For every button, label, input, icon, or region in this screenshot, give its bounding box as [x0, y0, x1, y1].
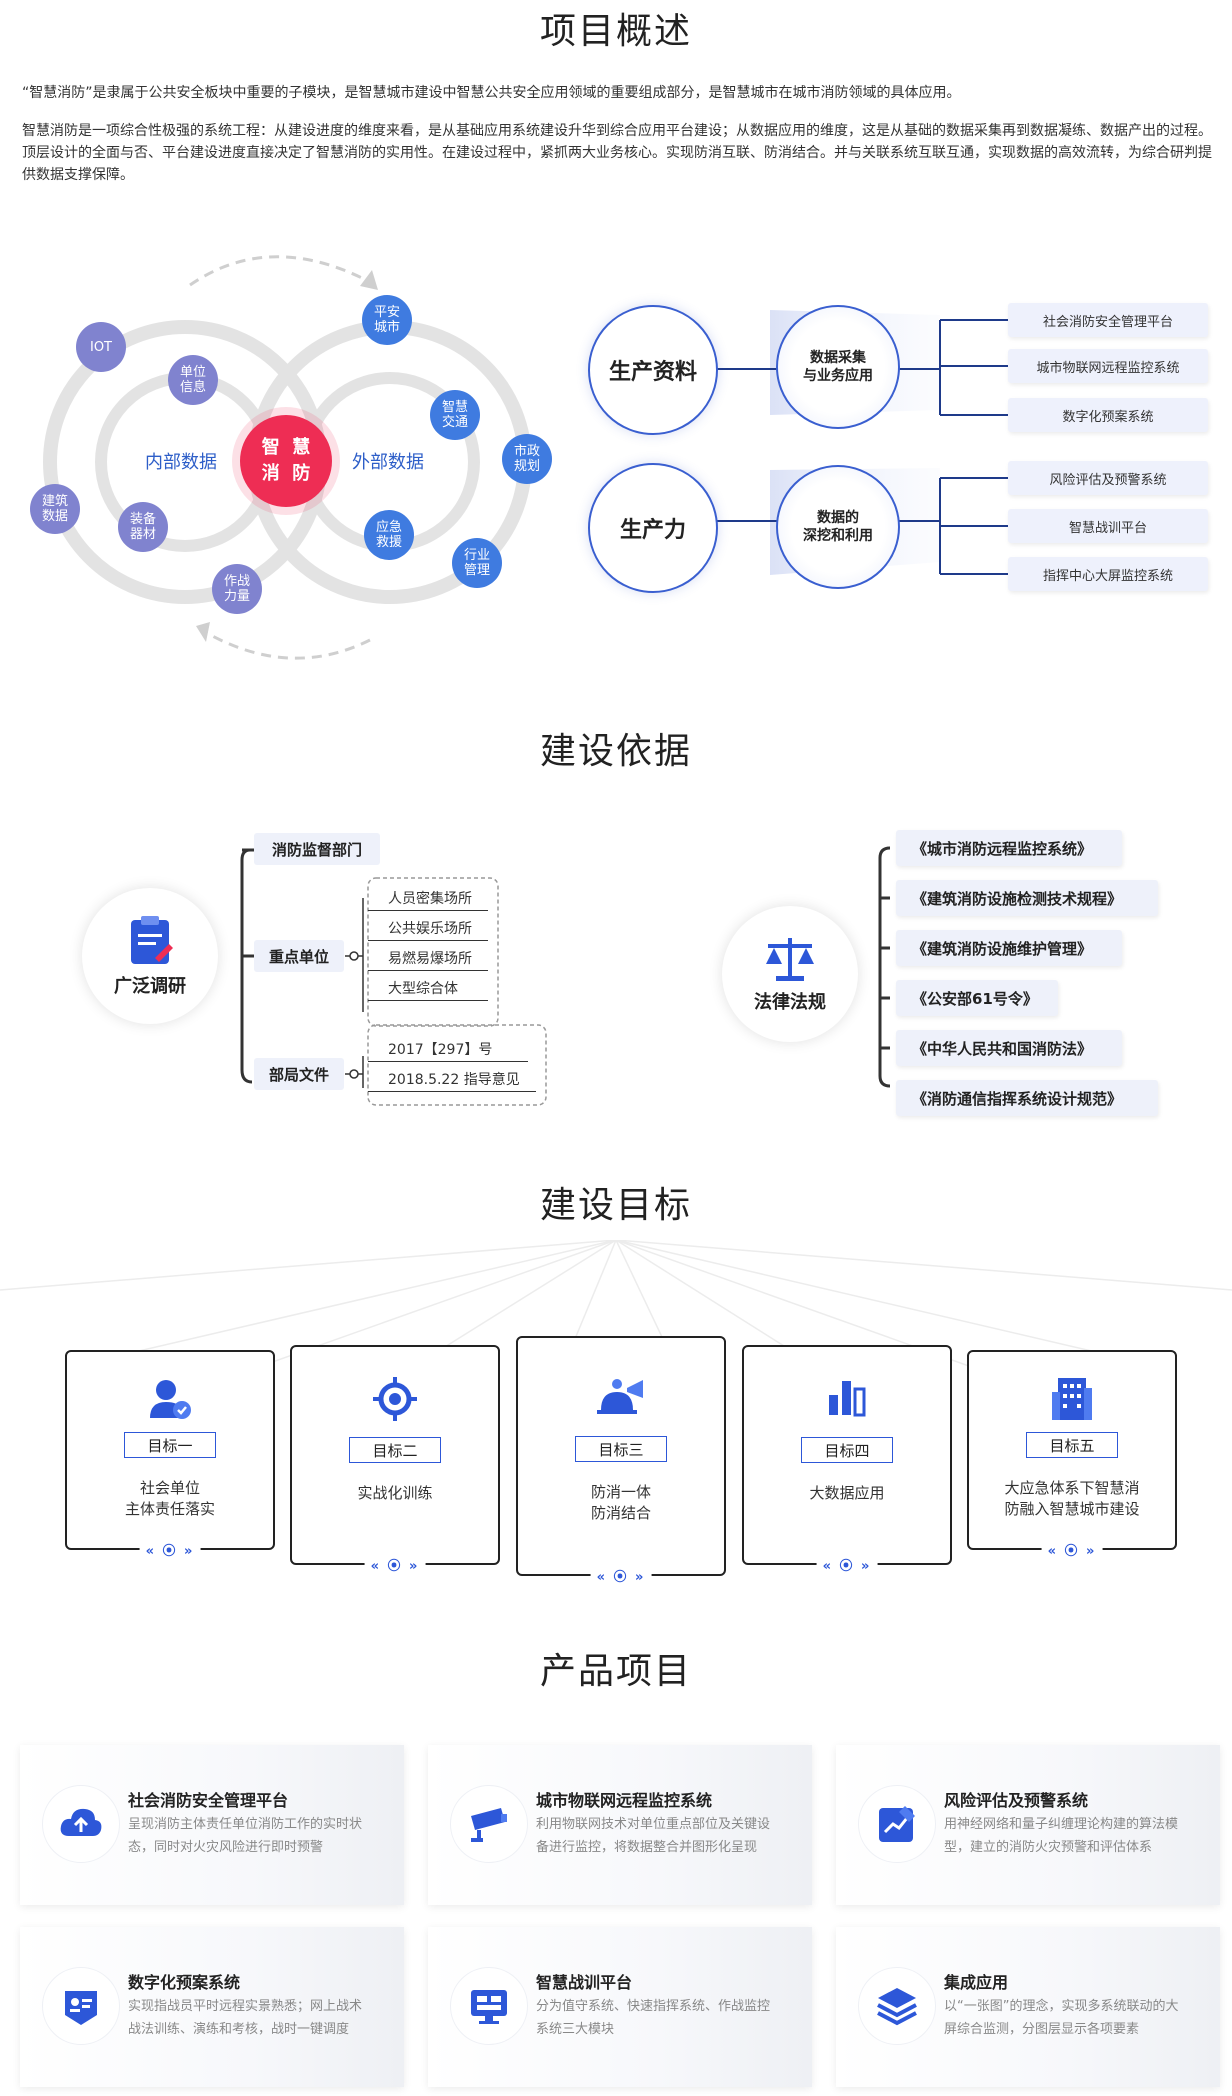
goal-badge: 目标三	[575, 1436, 667, 1462]
alarm-horn-icon	[518, 1378, 724, 1418]
key-unit-item: 公共娱乐场所	[368, 915, 488, 941]
system-pill: 数字化预案系统	[1008, 398, 1208, 432]
product-title: 集成应用	[944, 1973, 1009, 1992]
goal-description: 大应急体系下智慧消防融入智慧城市建设	[1004, 1479, 1140, 1518]
goal-card-3: 目标三 防消一体防消结合 « ⦿ »	[516, 1336, 726, 1585]
basis-tree-lines	[240, 848, 547, 1106]
user-shield-icon	[67, 1378, 273, 1424]
goal-description: 实战化训练	[357, 1484, 433, 1502]
law-item: 《中华人民共和国消防法》	[896, 1030, 1122, 1066]
internal-data-label: 内部数据	[145, 452, 217, 473]
product-title: 城市物联网远程监控系统	[536, 1791, 713, 1810]
node-smart-traffic: 智慧交通	[430, 390, 480, 440]
cloud-upload-icon	[42, 1785, 120, 1863]
basis-title: 建设依据	[539, 731, 692, 772]
product-card[interactable]: 城市物联网远程监控系统 利用物联网技术对单位重点部位及关键设备进行监控，将数据整…	[428, 1745, 812, 1905]
building-icon	[969, 1374, 1175, 1424]
node-emergency-rescue: 应急救援	[364, 510, 414, 560]
law-item: 《公安部61号令》	[896, 980, 1058, 1016]
law-circle: 法律法规	[722, 906, 858, 1042]
law-item: 《消防通信指挥系统设计规范》	[896, 1080, 1158, 1116]
key-unit-item: 易燃易爆场所	[368, 945, 488, 971]
research-circle: 广泛调研	[82, 888, 218, 1024]
product-description: 分为值守系统、快速指挥系统、作战监控系统三大模块	[536, 1999, 771, 2037]
product-card[interactable]: 风险评估及预警系统 用神经网络和量子纠缠理论构建的算法模型，建立的消防火灾预警和…	[836, 1745, 1220, 1905]
overview-paragraph-1: “智慧消防”是隶属于公共安全板块中重要的子模块，是智慧城市建设中智慧公共安全应用…	[22, 85, 961, 101]
fire-supervision-tag: 消防监督部门	[254, 833, 380, 865]
key-units-tag: 重点单位	[254, 940, 344, 972]
product-card[interactable]: 数字化预案系统 实现指战员平时远程实景熟悉；网上战术战法训练、演练和考核，战时一…	[20, 1927, 404, 2087]
productivity-circle: 生产力	[588, 463, 718, 593]
goal-nav-control[interactable]: « ⦿ »	[139, 1540, 201, 1559]
system-pill: 城市物联网远程监控系统	[1008, 349, 1208, 383]
law-item: 《建筑消防设施维护管理》	[896, 930, 1122, 966]
clipboard-icon	[131, 916, 173, 964]
external-data-label: 外部数据	[352, 452, 424, 473]
doc-item: 2018.5.22 指导意见	[368, 1066, 536, 1092]
node-combat-force: 作战力量	[212, 564, 262, 614]
monitor-icon	[450, 1967, 528, 2045]
goal-nav-control[interactable]: « ⦿ »	[590, 1566, 652, 1585]
key-unit-item: 大型综合体	[368, 975, 488, 1001]
camera-icon	[450, 1785, 528, 1863]
node-iot: IOT	[76, 322, 126, 372]
goals-title: 建设目标	[539, 1185, 692, 1226]
node-safe-city: 平安城市	[362, 295, 412, 345]
node-unit-info: 单位信息	[168, 355, 218, 405]
goal-badge: 目标四	[801, 1437, 893, 1463]
product-card[interactable]: 智慧战训平台 分为值守系统、快速指挥系统、作战监控系统三大模块	[428, 1927, 812, 2087]
goal-description: 社会单位主体责任落实	[124, 1479, 215, 1518]
goal-card-5: 目标五 大应急体系下智慧消防融入智慧城市建设 « ⦿ »	[967, 1350, 1177, 1559]
target-icon	[292, 1377, 498, 1425]
product-title: 智慧战训平台	[536, 1973, 633, 1992]
law-item: 《建筑消防设施检测技术规程》	[896, 880, 1158, 916]
overview-title: 项目概述	[539, 11, 692, 52]
goal-badge: 目标一	[124, 1432, 216, 1458]
id-card-icon	[42, 1967, 120, 2045]
goal-card-4: 目标四 大数据应用 « ⦿ »	[742, 1345, 952, 1574]
data-mining-circle: 数据的深挖和利用	[776, 465, 900, 589]
product-description: 以“一张图”的理念，实现多系统联动的大屏综合监测，分图层显示各项要素	[944, 1999, 1179, 2037]
node-municipal-planning: 市政规划	[502, 434, 552, 484]
data-collection-circle: 数据采集与业务应用	[776, 305, 900, 429]
bureau-docs-tag: 部局文件	[254, 1058, 344, 1090]
system-pill: 风险评估及预警系统	[1008, 461, 1208, 495]
goal-description: 防消一体防消结合	[590, 1483, 651, 1522]
edit-chart-icon	[858, 1785, 936, 1863]
goal-badge: 目标二	[349, 1437, 441, 1463]
law-item: 《城市消防远程监控系统》	[896, 830, 1122, 866]
products-title: 产品项目	[539, 1651, 692, 1692]
node-industry-management: 行业管理	[452, 538, 502, 588]
production-materials-circle: 生产资料	[588, 305, 718, 435]
goal-nav-control[interactable]: « ⦿ »	[364, 1555, 426, 1574]
key-unit-item: 人员密集场所	[368, 885, 488, 911]
goal-card-2: 目标二 实战化训练 « ⦿ »	[290, 1345, 500, 1574]
center-smart-fire-node: 智 慧 消 防	[240, 415, 332, 507]
overview-paragraph-2: 智慧消防是一项综合性极强的系统工程：从建设进度的维度来看，是从基础应用系统建设升…	[22, 123, 1212, 183]
product-title: 社会消防安全管理平台	[128, 1791, 289, 1810]
layers-icon	[858, 1967, 936, 2045]
goal-nav-control[interactable]: « ⦿ »	[816, 1555, 878, 1574]
system-pill: 社会消防安全管理平台	[1008, 303, 1208, 337]
product-description: 呈现消防主体责任单位消防工作的实时状态，同时对火灾风险进行即时预警	[128, 1817, 363, 1855]
goal-nav-control[interactable]: « ⦿ »	[1041, 1540, 1103, 1559]
product-description: 利用物联网技术对单位重点部位及关键设备进行监控，将数据整合并图形化呈现	[536, 1817, 771, 1855]
law-tree-lines	[878, 846, 891, 1088]
product-description: 用神经网络和量子纠缠理论构建的算法模型，建立的消防火灾预警和评估体系	[944, 1817, 1179, 1855]
product-card[interactable]: 集成应用 以“一张图”的理念，实现多系统联动的大屏综合监测，分图层显示各项要素	[836, 1927, 1220, 2087]
system-pill: 智慧战训平台	[1008, 509, 1208, 543]
goal-description: 大数据应用	[809, 1484, 885, 1502]
doc-item: 2017【297】号	[368, 1036, 528, 1062]
product-card[interactable]: 社会消防安全管理平台 呈现消防主体责任单位消防工作的实时状态，同时对火灾风险进行…	[20, 1745, 404, 1905]
system-pill: 指挥中心大屏监控系统	[1008, 557, 1208, 591]
scales-icon	[766, 938, 814, 981]
product-title: 风险评估及预警系统	[944, 1791, 1089, 1810]
bar-data-icon	[744, 1377, 950, 1421]
product-description: 实现指战员平时远程实景熟悉；网上战术战法训练、演练和考核，战时一键调度	[128, 1999, 363, 2037]
node-equipment: 装备器材	[118, 502, 168, 552]
node-building-data: 建筑数据	[30, 484, 80, 534]
product-title: 数字化预案系统	[128, 1973, 241, 1992]
goal-badge: 目标五	[1026, 1432, 1118, 1458]
goal-card-1: 目标一 社会单位主体责任落实 « ⦿ »	[65, 1350, 275, 1559]
